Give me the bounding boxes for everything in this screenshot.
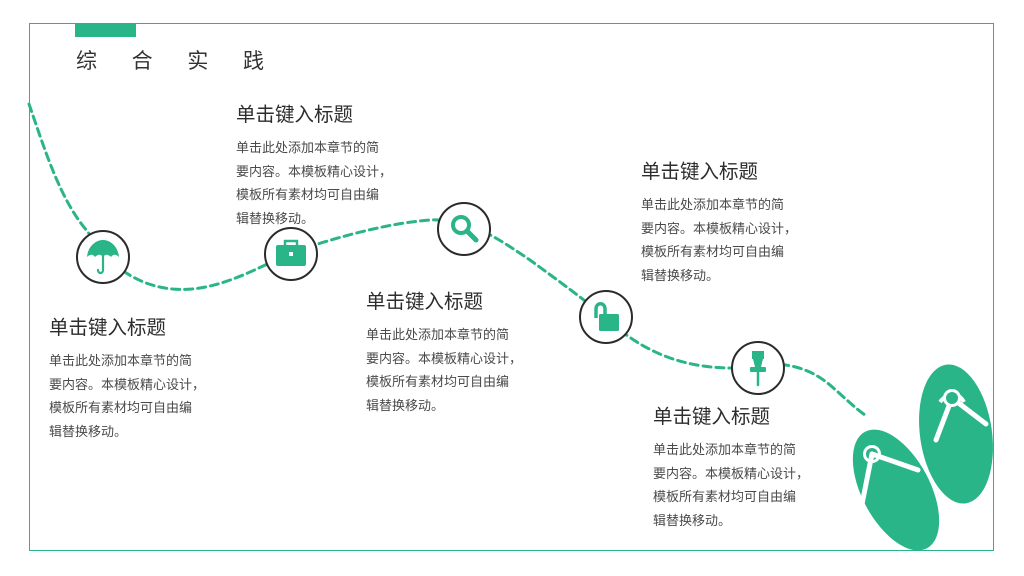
umbrella-icon <box>76 230 130 284</box>
item-1-body[interactable]: 单击此处添加本章节的简 要内容。本模板精心设计， 模板所有素材均可自由编 辑替换… <box>49 354 206 440</box>
item-2-block: 单击键入标题 单击此处添加本章节的简 要内容。本模板精心设计， 模板所有素材均可… <box>236 102 411 231</box>
item-5-heading[interactable]: 单击键入标题 <box>653 405 771 428</box>
item-4-body[interactable]: 单击此处添加本章节的简 要内容。本模板精心设计， 模板所有素材均可自由编 辑替换… <box>641 198 798 284</box>
title-accent-bar <box>75 23 136 37</box>
unlocked-padlock-icon <box>579 290 633 344</box>
magnifier-icon <box>437 202 491 256</box>
item-3-heading[interactable]: 单击键入标题 <box>366 290 484 313</box>
item-3-body[interactable]: 单击此处添加本章节的简 要内容。本模板精心设计， 模板所有素材均可自由编 辑替换… <box>366 328 523 414</box>
pushpin-icon <box>731 341 785 395</box>
item-5-body[interactable]: 单击此处添加本章节的简 要内容。本模板精心设计， 模板所有素材均可自由编 辑替换… <box>653 443 810 529</box>
briefcase-icon <box>264 227 318 281</box>
slide-frame <box>29 23 994 551</box>
item-1-heading[interactable]: 单击键入标题 <box>49 316 167 339</box>
item-5-block: 单击键入标题 单击此处添加本章节的简 要内容。本模板精心设计， 模板所有素材均可… <box>653 404 828 533</box>
page-title: 综 合 实 践 <box>76 49 279 73</box>
item-1-block: 单击键入标题 单击此处添加本章节的简 要内容。本模板精心设计， 模板所有素材均可… <box>49 315 224 444</box>
item-2-heading[interactable]: 单击键入标题 <box>236 103 354 126</box>
item-3-block: 单击键入标题 单击此处添加本章节的简 要内容。本模板精心设计， 模板所有素材均可… <box>366 289 541 418</box>
item-4-block: 单击键入标题 单击此处添加本章节的简 要内容。本模板精心设计， 模板所有素材均可… <box>641 159 816 288</box>
item-2-body[interactable]: 单击此处添加本章节的简 要内容。本模板精心设计， 模板所有素材均可自由编 辑替换… <box>236 141 393 227</box>
flip-flops-icon <box>852 364 993 551</box>
item-4-heading[interactable]: 单击键入标题 <box>641 160 759 183</box>
